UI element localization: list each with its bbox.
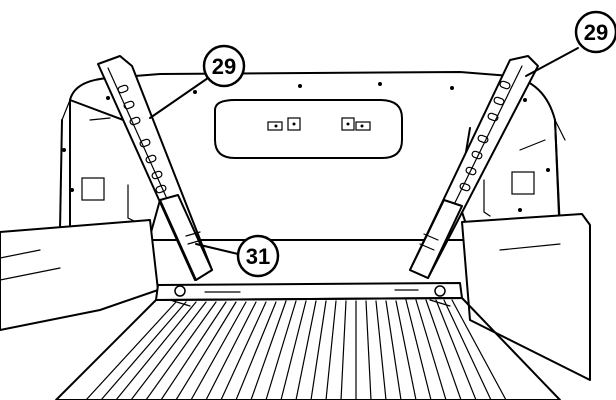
callout-label: 29 <box>584 20 608 45</box>
callout-circle <box>574 10 616 54</box>
left-stake-bracket <box>97 55 213 281</box>
callout-29-left: 29 <box>202 44 246 88</box>
callout-circle <box>236 234 280 278</box>
callout-label: 31 <box>246 244 270 269</box>
bed-floor <box>55 297 561 400</box>
leader-lines <box>149 47 579 255</box>
rear-window <box>214 99 403 159</box>
callout-29-right: 29 <box>574 10 616 54</box>
bed-front-rail <box>155 282 463 307</box>
callout-label: 29 <box>212 54 236 79</box>
callout-circle <box>202 44 246 88</box>
callout-31: 31 <box>236 234 280 278</box>
right-stake-bracket <box>409 55 539 279</box>
left-bed-side <box>0 219 159 331</box>
